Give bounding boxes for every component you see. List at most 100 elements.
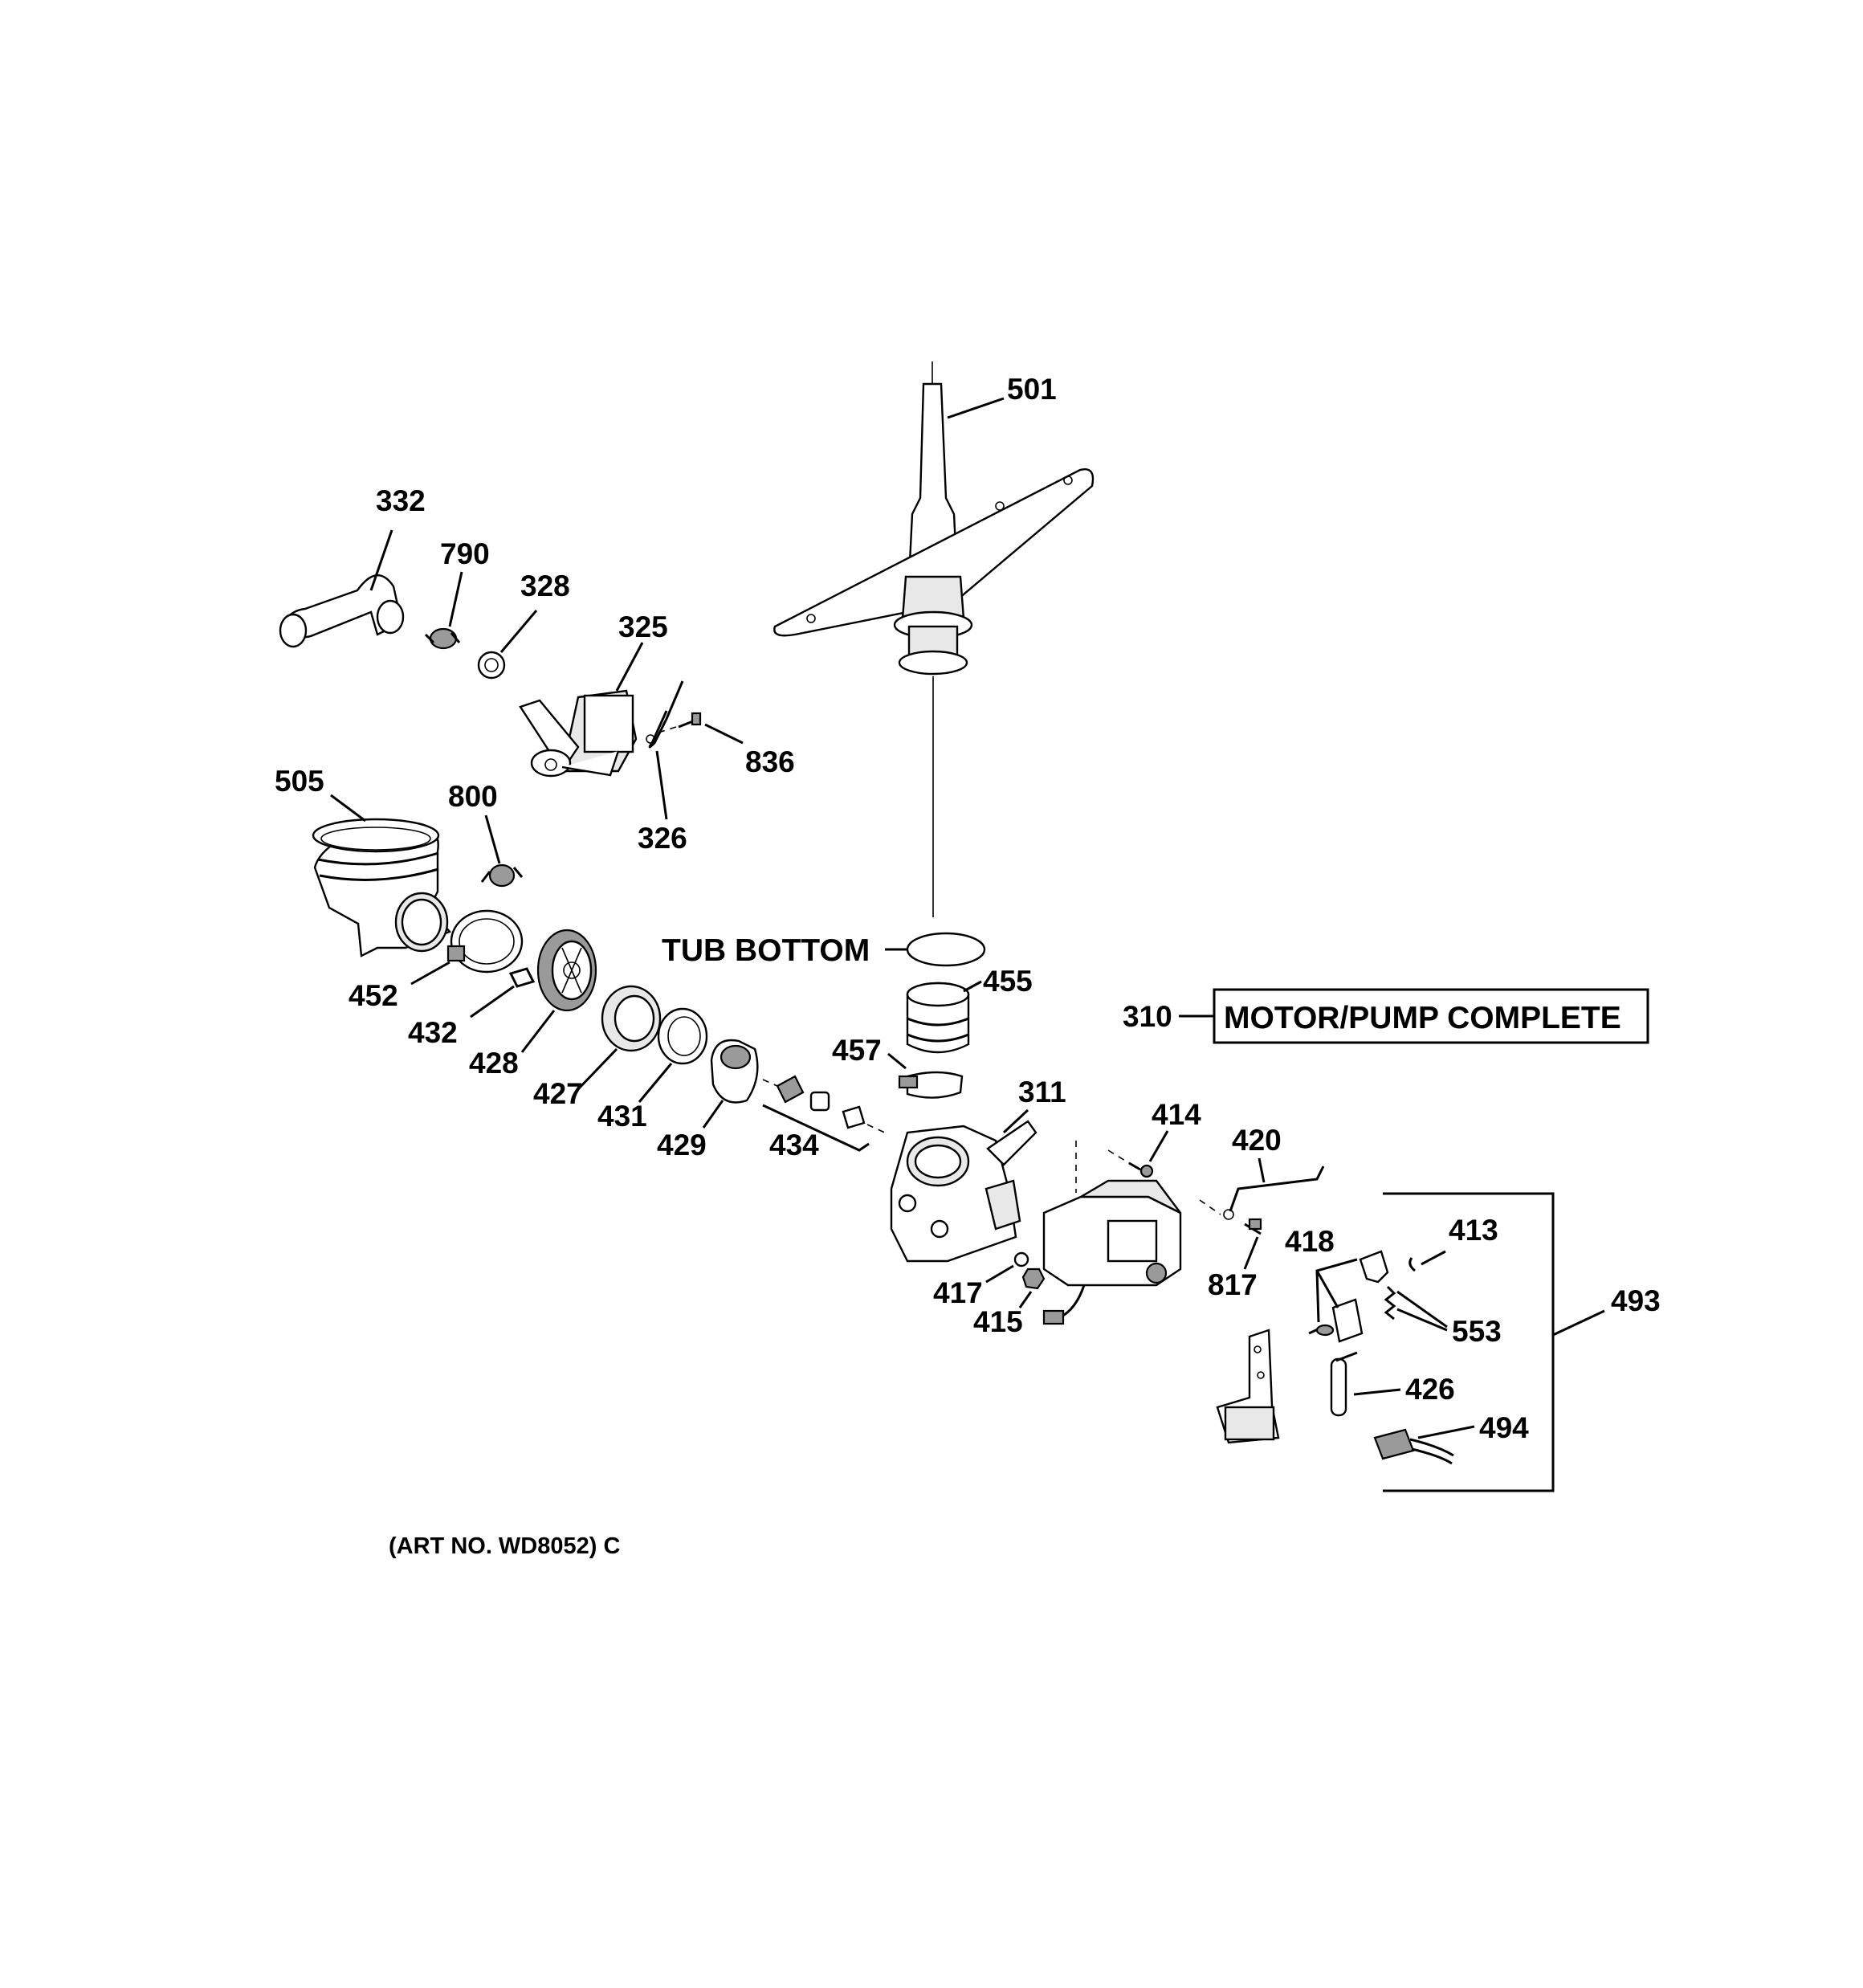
leader-452 — [410, 961, 450, 986]
label-417: 417 — [933, 1276, 983, 1309]
connector-494[interactable] — [1373, 1428, 1454, 1465]
motor[interactable] — [1042, 1141, 1182, 1325]
clip-413[interactable] — [1408, 1257, 1416, 1272]
leader-817 — [1243, 1236, 1259, 1270]
bracket-493 — [1383, 1192, 1555, 1492]
leader-415 — [1018, 1291, 1033, 1308]
leader-428 — [520, 1010, 556, 1053]
label-790: 790 — [440, 537, 490, 570]
label-413: 413 — [1449, 1214, 1498, 1247]
label-tub-bottom: TUB BOTTOM — [662, 933, 870, 968]
clamp-790[interactable] — [424, 627, 461, 650]
leader-414 — [1148, 1130, 1169, 1162]
ring-328[interactable] — [477, 651, 506, 680]
switch-bracket[interactable] — [1216, 1329, 1280, 1444]
leader-429 — [702, 1100, 724, 1129]
spring-553[interactable] — [1384, 1285, 1396, 1321]
label-418: 418 — [1285, 1225, 1335, 1258]
leader-457 — [887, 1052, 907, 1070]
leader-311 — [1002, 1108, 1029, 1134]
dash-836 — [658, 726, 677, 733]
label-332: 332 — [376, 484, 426, 517]
label-501: 501 — [1007, 373, 1057, 406]
hose-332[interactable] — [279, 574, 405, 648]
label-428: 428 — [469, 1047, 519, 1080]
clamp-457[interactable] — [898, 1071, 964, 1099]
leader-836 — [704, 723, 744, 745]
label-457: 457 — [832, 1034, 882, 1067]
leader-413 — [1421, 1250, 1446, 1266]
leader-420 — [1258, 1157, 1266, 1183]
label-494: 494 — [1479, 1411, 1529, 1444]
leader-426 — [1353, 1388, 1401, 1396]
clamp-452[interactable] — [446, 909, 524, 974]
label-429: 429 — [657, 1129, 707, 1161]
washer-417[interactable] — [1013, 1251, 1029, 1268]
gasket-455-ring[interactable] — [906, 932, 986, 967]
latch-418[interactable] — [1308, 1250, 1389, 1343]
leader-493 — [1552, 1309, 1605, 1337]
impeller-429[interactable] — [710, 1039, 759, 1104]
leader-432 — [470, 985, 515, 1018]
label-414: 414 — [1152, 1098, 1201, 1131]
label-420: 420 — [1232, 1124, 1282, 1157]
screw-817[interactable] — [1199, 1199, 1262, 1235]
label-817: 817 — [1208, 1268, 1258, 1301]
label-325: 325 — [618, 610, 668, 643]
label-455: 455 — [983, 965, 1033, 998]
art-number: (ART NO. WD8052) C — [389, 1533, 620, 1559]
leader-800 — [484, 814, 501, 864]
sump-housing-505[interactable] — [312, 818, 452, 957]
label-800: 800 — [448, 780, 498, 813]
leader-790 — [448, 571, 463, 627]
leader-427 — [577, 1047, 618, 1091]
label-553: 553 — [1452, 1315, 1502, 1348]
spray-arm-assembly-501[interactable] — [773, 361, 1095, 676]
label-452: 452 — [349, 979, 398, 1012]
label-328: 328 — [520, 569, 570, 602]
label-505: 505 — [275, 765, 324, 798]
filter-428[interactable] — [536, 929, 597, 1012]
label-427: 427 — [533, 1077, 583, 1110]
leader-328 — [499, 610, 538, 653]
label-415: 415 — [973, 1305, 1023, 1338]
leader-326 — [655, 750, 668, 820]
pin-426[interactable] — [1330, 1351, 1358, 1417]
bracket-326[interactable] — [646, 680, 684, 749]
label-310: 310 — [1123, 1000, 1172, 1033]
bracket-434 — [762, 1104, 870, 1152]
seal-455[interactable] — [906, 982, 970, 1054]
pump-housing-311[interactable] — [890, 1120, 1037, 1263]
fittings-434[interactable] — [762, 1075, 889, 1135]
ring-431[interactable] — [657, 1007, 708, 1065]
label-431: 431 — [597, 1100, 647, 1133]
label-426: 426 — [1405, 1373, 1455, 1406]
leader-494 — [1417, 1425, 1475, 1439]
leader-455 — [963, 980, 982, 993]
leader-553 — [1396, 1290, 1448, 1332]
label-motor-pump-complete: MOTOR/PUMP COMPLETE — [1224, 1001, 1621, 1035]
leader-431 — [638, 1063, 673, 1103]
leader-501 — [947, 397, 1005, 419]
screw-836[interactable] — [678, 712, 702, 729]
leader-332 — [369, 529, 393, 591]
nut-415[interactable] — [1021, 1268, 1046, 1290]
screw-414[interactable] — [1107, 1149, 1154, 1178]
rod-420[interactable] — [1223, 1165, 1325, 1220]
label-432: 432 — [408, 1016, 458, 1049]
leader-418 — [1315, 1258, 1358, 1323]
label-326: 326 — [638, 822, 687, 855]
label-493: 493 — [1611, 1284, 1661, 1317]
clip-432[interactable] — [508, 967, 536, 988]
water-valve-325[interactable] — [519, 689, 638, 778]
label-311: 311 — [1018, 1076, 1066, 1108]
leader-505 — [330, 794, 366, 823]
clamp-800[interactable] — [480, 863, 524, 888]
ring-427[interactable] — [601, 985, 662, 1052]
label-836: 836 — [745, 745, 795, 778]
motor-pump-complete-box — [1213, 988, 1649, 1044]
label-434: 434 — [769, 1129, 819, 1161]
leader-325 — [615, 642, 644, 692]
leader-417 — [985, 1264, 1014, 1284]
